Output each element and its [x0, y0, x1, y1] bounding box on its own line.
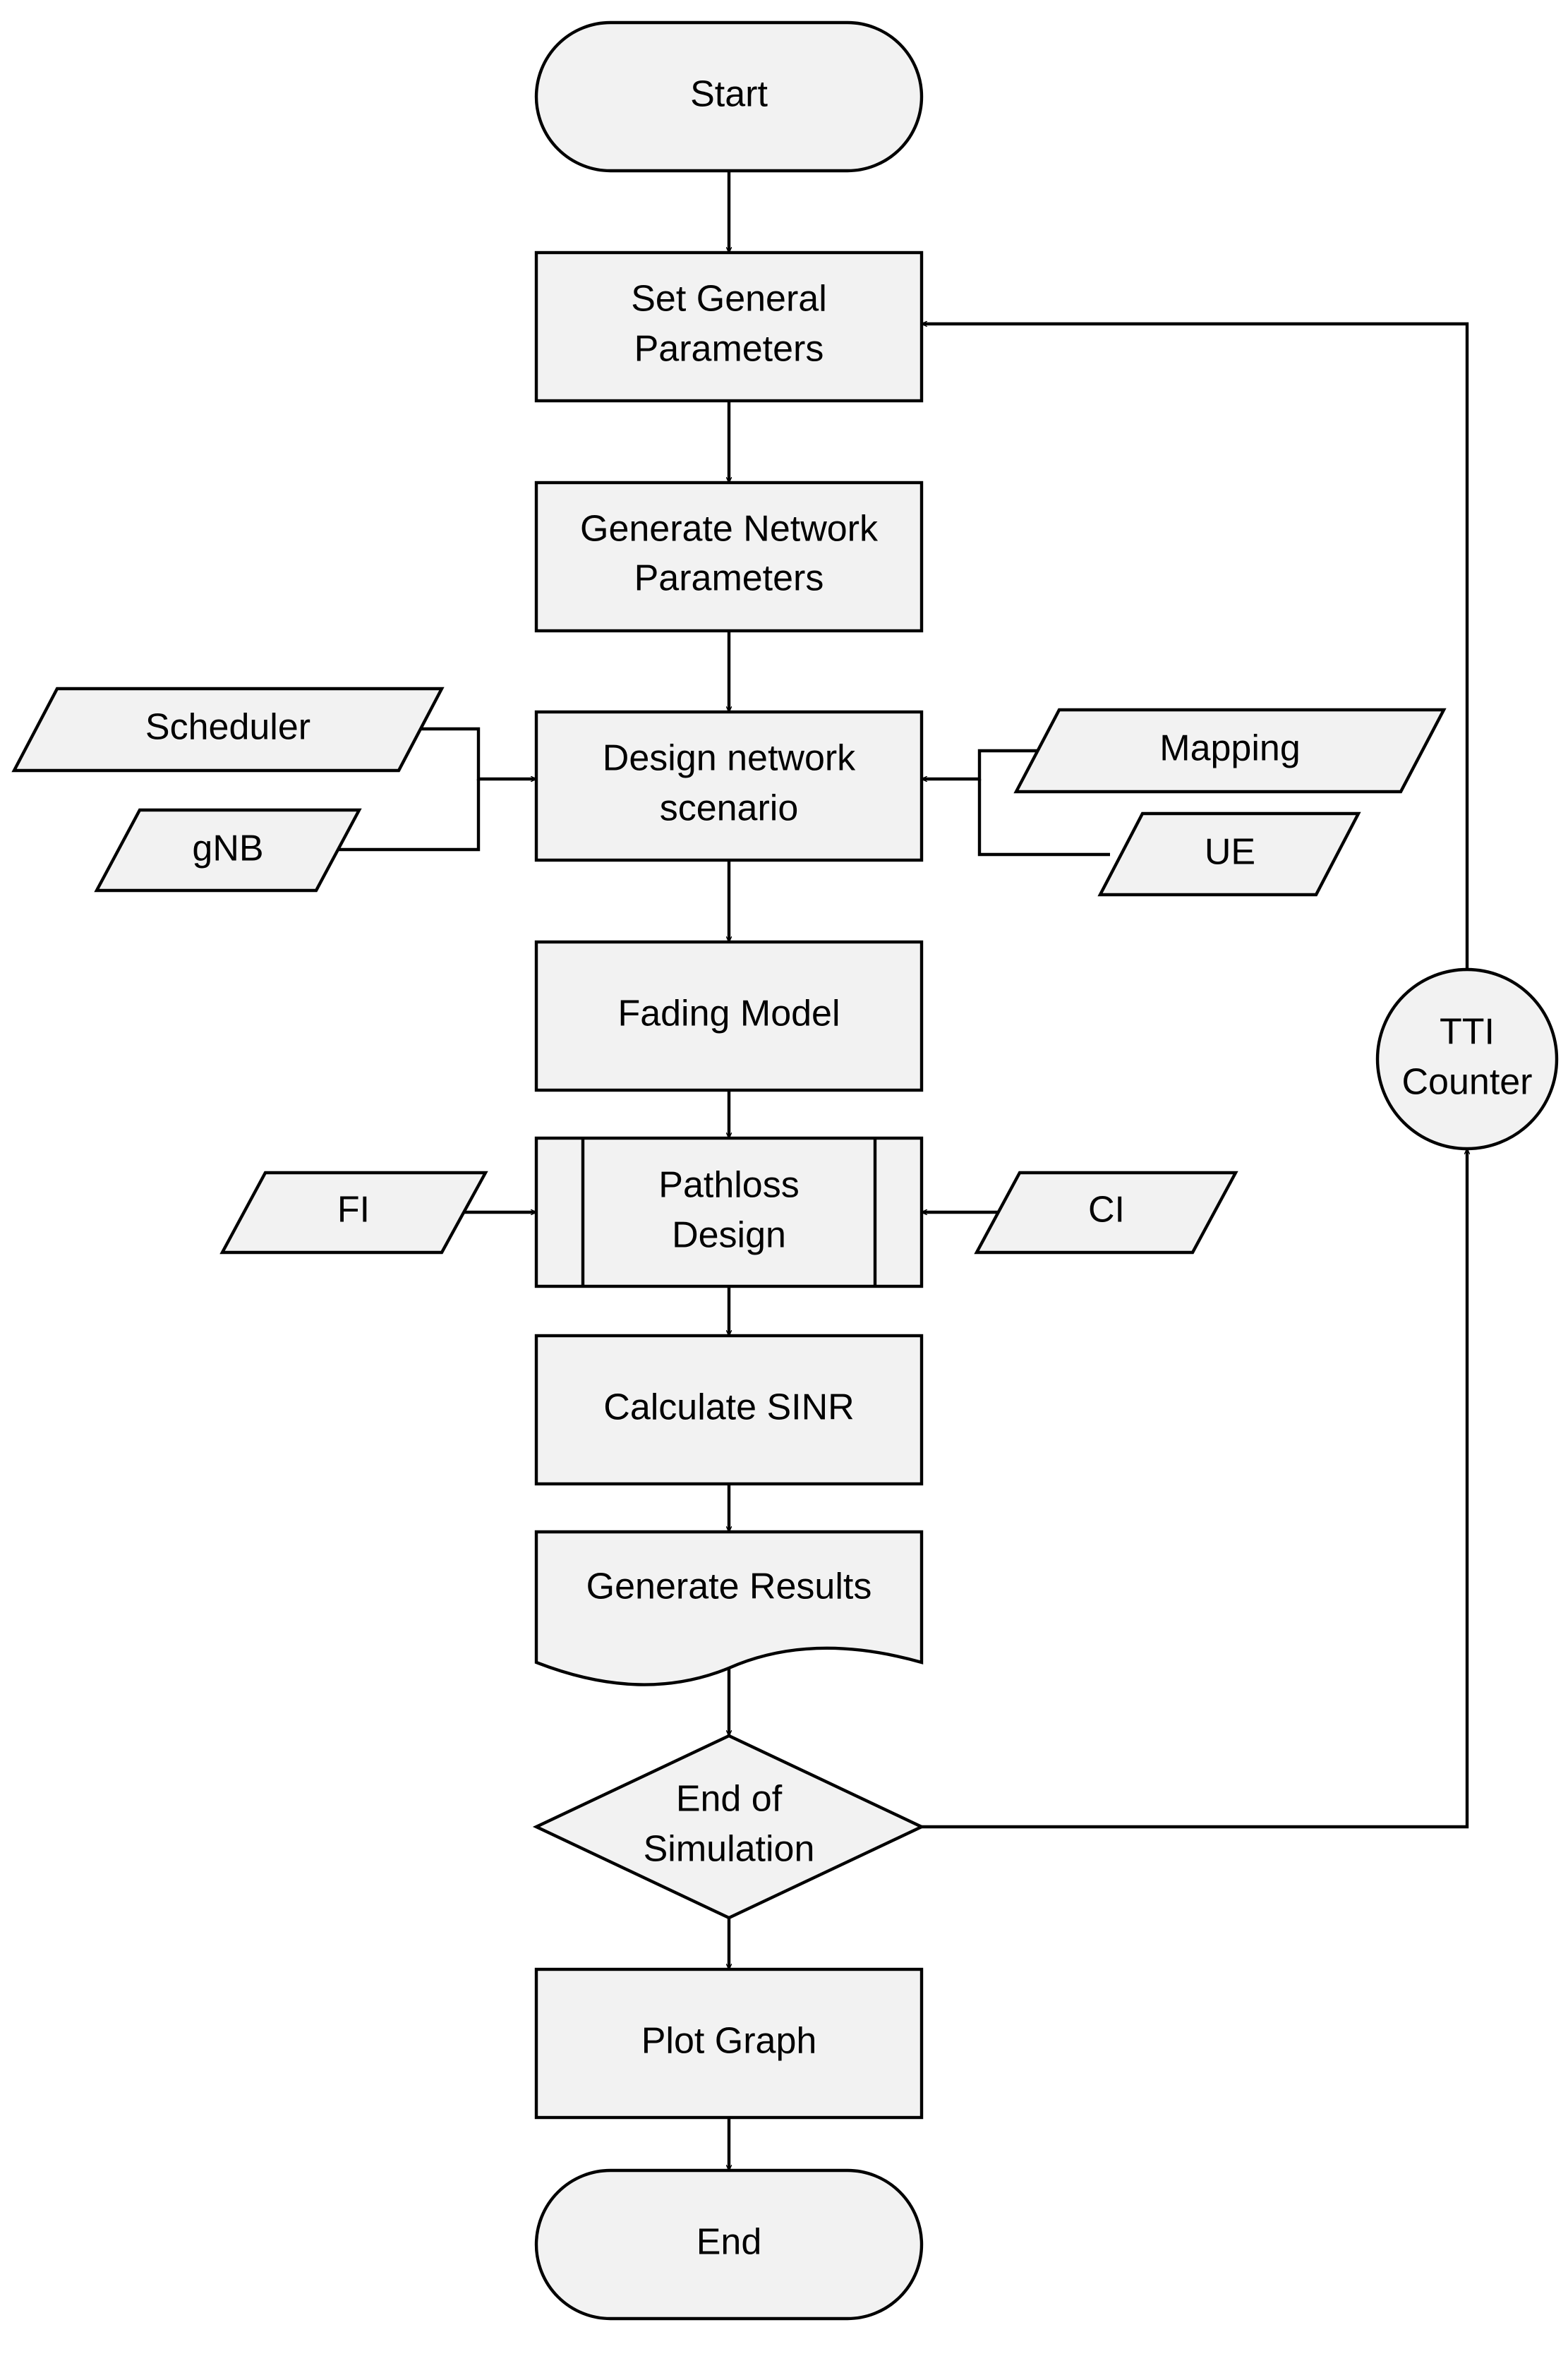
arrow-gnb-to-design: [335, 779, 481, 852]
node-start: Start: [534, 20, 924, 173]
generate-results-label: Generate Results: [586, 1566, 872, 1607]
generate-network-box: [534, 481, 924, 633]
set-general-label-line1: Set General: [631, 279, 827, 320]
generate-network-label-line1: Generate Network: [580, 509, 879, 550]
node-fading-model: Fading Model: [534, 940, 924, 1092]
mapping-data-shape: [1013, 708, 1447, 794]
fading-model-label: Fading Model: [617, 993, 840, 1034]
node-tti-counter: TTI Counter: [1375, 967, 1559, 1151]
calculate-sinr-box: [534, 1334, 924, 1486]
arrow-scheduler-to-design: [420, 727, 536, 779]
tti-counter-label-line1: TTI: [1440, 1012, 1495, 1053]
fi-data-shape: [219, 1171, 488, 1255]
arrow-mapping-to-design: [922, 749, 1038, 779]
set-general-label-line2: Parameters: [634, 329, 824, 370]
start-label: Start: [690, 74, 768, 115]
connectors: [335, 171, 1467, 2170]
node-calculate-sinr: Calculate SINR: [534, 1334, 924, 1486]
end-terminator: [534, 2168, 924, 2321]
end-label: End: [696, 2222, 762, 2263]
plot-graph-label: Plot Graph: [641, 2021, 817, 2062]
ue-label: UE: [1205, 832, 1255, 873]
node-set-general-parameters: Set General Parameters: [534, 250, 924, 403]
arrow-ue-to-design: [977, 779, 1110, 857]
start-terminator: [534, 20, 924, 173]
plot-graph-box: [534, 1967, 924, 2120]
mapping-label: Mapping: [1159, 728, 1300, 769]
input-gnb: gNB: [94, 808, 362, 893]
gnb-data-shape: [94, 808, 362, 893]
arrow-tti-counter-to-set-general: [922, 324, 1469, 969]
input-fi: FI: [219, 1171, 488, 1255]
generate-results-document: [534, 1530, 924, 1686]
input-ci: CI: [974, 1171, 1238, 1255]
node-generate-network-parameters: Generate Network Parameters: [534, 481, 924, 633]
calculate-sinr-label: Calculate SINR: [603, 1387, 854, 1428]
arrow-decision-to-tti-counter: [922, 1149, 1467, 1829]
input-ue: UE: [1097, 811, 1361, 897]
node-end-of-simulation: End of Simulation: [532, 1734, 926, 1920]
ci-label: CI: [1088, 1190, 1125, 1231]
tti-counter-connector: [1375, 967, 1559, 1151]
fading-model-box: [534, 940, 924, 1092]
fi-label: FI: [337, 1190, 370, 1231]
set-general-box: [534, 250, 924, 403]
gnb-label: gNB: [192, 828, 263, 869]
design-network-label-line2: scenario: [660, 788, 799, 829]
pathloss-label-line1: Pathloss: [658, 1165, 799, 1206]
node-end: End: [534, 2168, 924, 2321]
generate-network-label-line2: Parameters: [634, 558, 824, 599]
scheduler-label: Scheduler: [145, 707, 310, 748]
node-design-network-scenario: Design network scenario: [534, 710, 924, 862]
tti-counter-label-line2: Counter: [1402, 1062, 1533, 1103]
pathloss-predefined-process: [534, 1136, 924, 1288]
ci-data-shape: [974, 1171, 1238, 1255]
node-generate-results: Generate Results: [534, 1530, 924, 1686]
input-scheduler: Scheduler: [11, 687, 445, 773]
node-pathloss-design: Pathloss Design: [534, 1136, 924, 1288]
end-of-simulation-decision: [532, 1734, 926, 1920]
design-network-box: [534, 710, 924, 862]
input-mapping: Mapping: [1013, 708, 1447, 794]
end-of-simulation-label-line2: Simulation: [644, 1829, 815, 1870]
node-plot-graph: Plot Graph: [534, 1967, 924, 2120]
scheduler-data-shape: [11, 687, 445, 773]
design-network-label-line1: Design network: [603, 738, 856, 779]
ue-data-shape: [1097, 811, 1361, 897]
end-of-simulation-label-line1: End of: [676, 1779, 783, 1820]
pathloss-label-line2: Design: [672, 1215, 786, 1256]
